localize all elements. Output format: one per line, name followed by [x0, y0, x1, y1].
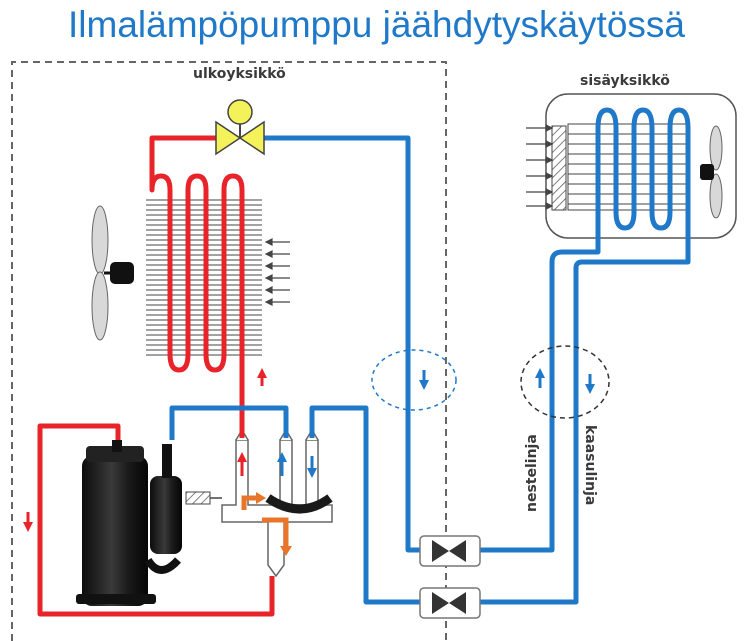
service-valve-liquid: [419, 535, 481, 567]
highlight-ellipse-2: [520, 345, 610, 419]
diagram-title: Ilmalämpöpumppu jäähdytyskäytössä: [68, 4, 685, 45]
highlight-ellipse-1: [371, 349, 457, 411]
valve-flow-arrows: [237, 452, 317, 556]
service-valve-gas: [419, 587, 481, 619]
outdoor-unit-boundary: [11, 61, 447, 641]
outdoor-unit-label: ulkoyksikkö: [193, 66, 286, 82]
indoor-coil-pipe: [595, 107, 691, 238]
indoor-filter: [551, 125, 567, 211]
outdoor-coil-pipe: [149, 135, 245, 400]
line-flow-arrows: [23, 368, 595, 532]
indoor-unit-label: sisäyksikkö: [580, 73, 670, 89]
outdoor-air-arrows: [264, 238, 290, 306]
indoor-air-arrows: [526, 124, 554, 210]
compressor-icon: [76, 440, 182, 606]
four-way-valve: [185, 428, 333, 578]
expansion-valve-icon: [215, 99, 265, 156]
indoor-fan-icon: [700, 125, 723, 219]
outdoor-fan-icon: [91, 205, 134, 341]
